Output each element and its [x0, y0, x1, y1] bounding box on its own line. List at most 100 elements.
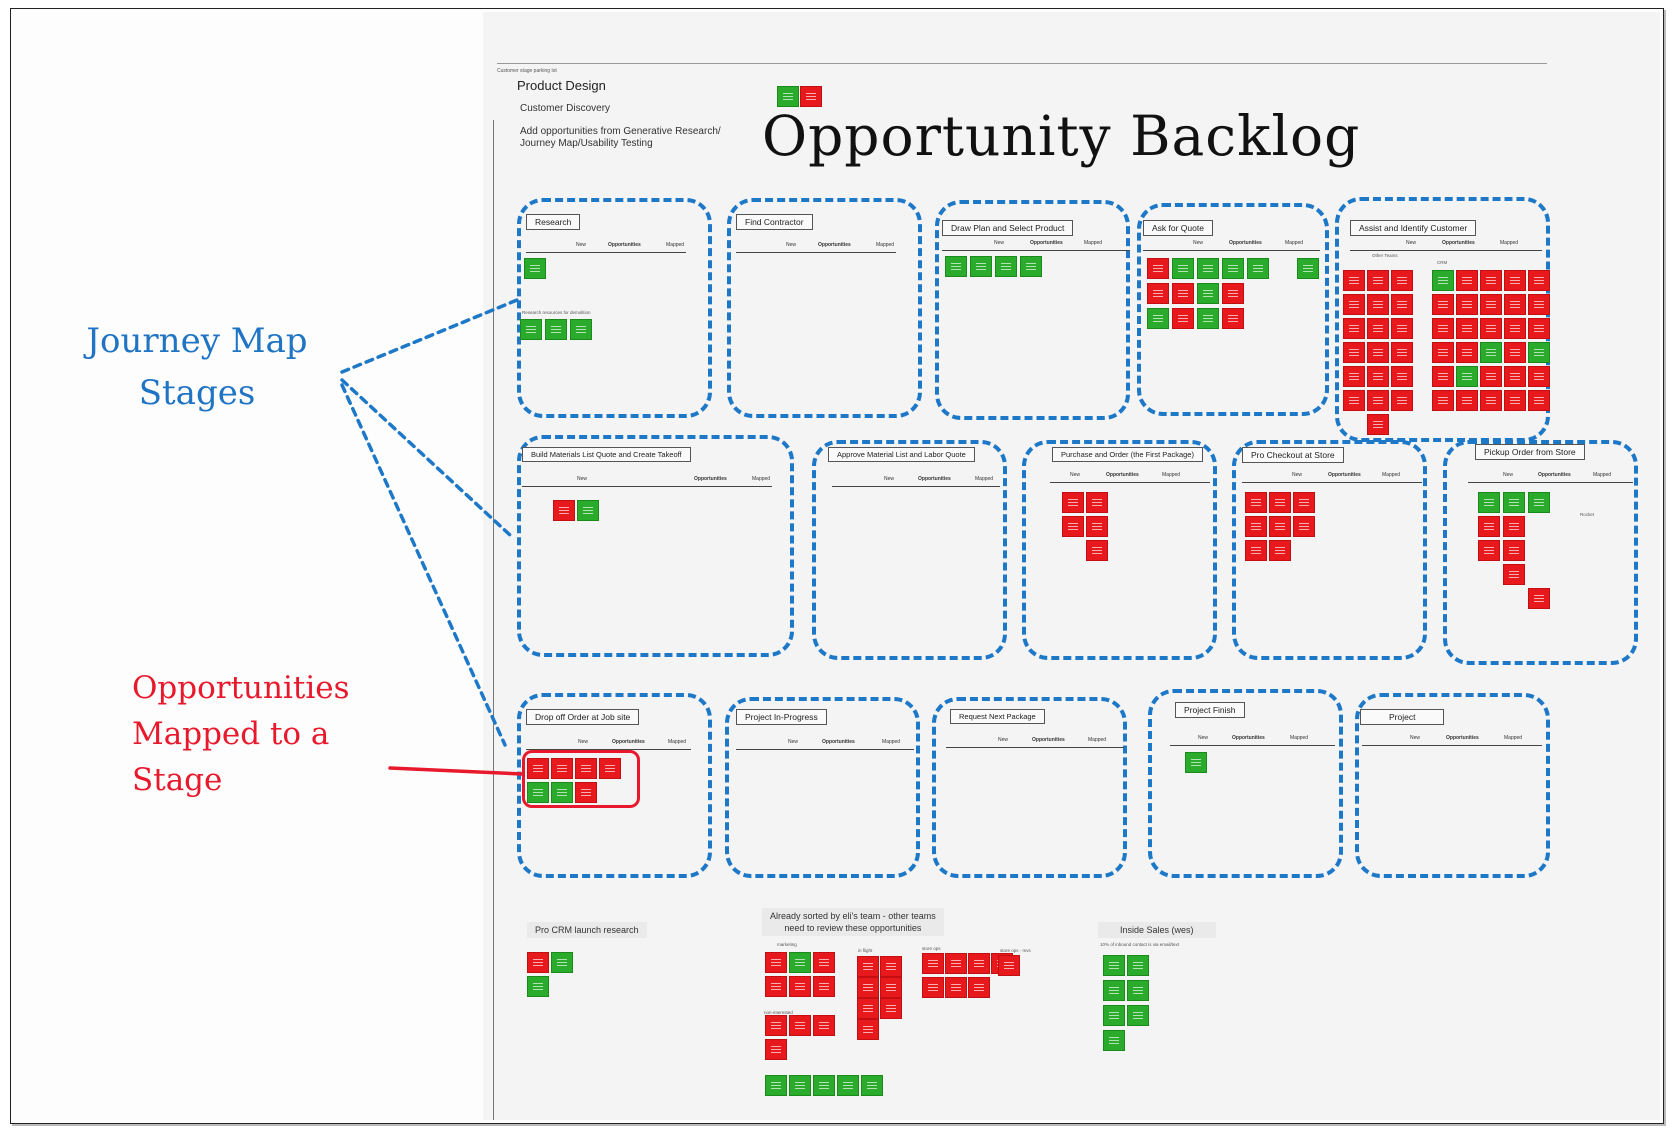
sticky-note[interactable]: [1432, 390, 1454, 411]
sticky-note[interactable]: [1391, 366, 1413, 387]
sticky-note[interactable]: [1456, 342, 1478, 363]
sticky-note[interactable]: [995, 256, 1017, 277]
sticky-note[interactable]: [1086, 492, 1108, 513]
sticky-note[interactable]: [1147, 308, 1169, 329]
sticky-note[interactable]: [880, 956, 902, 977]
sticky-note[interactable]: [1432, 366, 1454, 387]
sticky-note[interactable]: [1343, 390, 1365, 411]
stage-project-in-progress[interactable]: [725, 697, 920, 878]
sticky-note[interactable]: [1432, 294, 1454, 315]
sticky-note[interactable]: [599, 758, 621, 779]
stage-approve-material[interactable]: [812, 440, 1007, 660]
stage-find-contractor[interactable]: [727, 198, 922, 418]
sticky-note[interactable]: [1391, 342, 1413, 363]
sticky-note[interactable]: [1528, 318, 1550, 339]
stage-pro-checkout[interactable]: [1232, 440, 1427, 660]
sticky-note[interactable]: [765, 952, 787, 973]
sticky-note[interactable]: [1103, 955, 1125, 976]
sticky-note[interactable]: [1343, 366, 1365, 387]
sticky-note[interactable]: [1197, 283, 1219, 304]
sticky-note[interactable]: [1504, 294, 1526, 315]
sticky-note[interactable]: [1504, 342, 1526, 363]
sticky-note[interactable]: [1367, 366, 1389, 387]
sticky-note[interactable]: [1480, 366, 1502, 387]
sticky-note[interactable]: [1528, 294, 1550, 315]
sticky-note[interactable]: [1147, 283, 1169, 304]
sticky-note[interactable]: [1391, 390, 1413, 411]
sticky-note[interactable]: [765, 976, 787, 997]
sticky-note[interactable]: [1480, 342, 1502, 363]
sticky-note[interactable]: [1222, 258, 1244, 279]
sticky-note[interactable]: [1528, 492, 1550, 513]
sticky-note[interactable]: [1367, 342, 1389, 363]
stage-ask-for-quote[interactable]: [1137, 203, 1329, 416]
sticky-note[interactable]: [880, 977, 902, 998]
sticky-note[interactable]: [1245, 540, 1267, 561]
sticky-note[interactable]: [922, 953, 944, 974]
sticky-note[interactable]: [1478, 540, 1500, 561]
sticky-note[interactable]: [1503, 540, 1525, 561]
sticky-note[interactable]: [1172, 258, 1194, 279]
sticky-note[interactable]: [1432, 270, 1454, 291]
sticky-note[interactable]: [575, 758, 597, 779]
sticky-note[interactable]: [553, 500, 575, 521]
sticky-note[interactable]: [1343, 270, 1365, 291]
sticky-note[interactable]: [1367, 390, 1389, 411]
sticky-note[interactable]: [789, 1015, 811, 1036]
sticky-note[interactable]: [857, 977, 879, 998]
sticky-note[interactable]: [527, 782, 549, 803]
sticky-note[interactable]: [1480, 270, 1502, 291]
stage-research[interactable]: [517, 198, 712, 418]
sticky-note[interactable]: [813, 1015, 835, 1036]
sticky-note[interactable]: [1086, 516, 1108, 537]
sticky-note[interactable]: [1062, 492, 1084, 513]
sticky-note[interactable]: [945, 256, 967, 277]
sticky-note[interactable]: [1504, 390, 1526, 411]
sticky-note[interactable]: [1185, 752, 1207, 773]
sticky-note[interactable]: [970, 256, 992, 277]
sticky-note[interactable]: [545, 319, 567, 340]
sticky-note[interactable]: [1293, 492, 1315, 513]
sticky-note[interactable]: [1127, 1005, 1149, 1026]
sticky-note[interactable]: [1062, 516, 1084, 537]
sticky-note[interactable]: [1020, 256, 1042, 277]
sticky-note[interactable]: [527, 758, 549, 779]
sticky-note[interactable]: [1503, 564, 1525, 585]
sticky-note[interactable]: [1391, 294, 1413, 315]
sticky-note[interactable]: [1456, 270, 1478, 291]
sticky-note[interactable]: [1245, 516, 1267, 537]
stage-draw-plan[interactable]: [935, 200, 1130, 420]
legend-red-note[interactable]: [800, 86, 822, 107]
sticky-note[interactable]: [1504, 318, 1526, 339]
sticky-note[interactable]: [861, 1075, 883, 1096]
stage-purchase-order[interactable]: [1022, 440, 1217, 660]
sticky-note[interactable]: [1103, 1030, 1125, 1051]
sticky-note[interactable]: [570, 319, 592, 340]
sticky-note[interactable]: [1269, 516, 1291, 537]
sticky-note[interactable]: [789, 952, 811, 973]
stage-request-next-package[interactable]: [932, 697, 1127, 878]
sticky-note[interactable]: [1478, 516, 1500, 537]
sticky-note[interactable]: [813, 952, 835, 973]
stage-drop-off[interactable]: [517, 693, 712, 878]
sticky-note[interactable]: [1503, 492, 1525, 513]
sticky-note[interactable]: [1391, 318, 1413, 339]
sticky-note[interactable]: [998, 955, 1020, 976]
sticky-note[interactable]: [1343, 342, 1365, 363]
sticky-note[interactable]: [1478, 492, 1500, 513]
sticky-note[interactable]: [577, 500, 599, 521]
stage-project-finish[interactable]: [1148, 689, 1343, 878]
sticky-note[interactable]: [1528, 366, 1550, 387]
sticky-note[interactable]: [1103, 1005, 1125, 1026]
sticky-note[interactable]: [551, 782, 573, 803]
stage-build-materials[interactable]: [517, 435, 794, 657]
sticky-note[interactable]: [1127, 980, 1149, 1001]
sticky-note[interactable]: [1528, 342, 1550, 363]
sticky-note[interactable]: [1528, 270, 1550, 291]
sticky-note[interactable]: [813, 1075, 835, 1096]
sticky-note[interactable]: [1343, 318, 1365, 339]
sticky-note[interactable]: [1503, 516, 1525, 537]
sticky-note[interactable]: [551, 952, 573, 973]
sticky-note[interactable]: [1297, 258, 1319, 279]
sticky-note[interactable]: [1247, 258, 1269, 279]
